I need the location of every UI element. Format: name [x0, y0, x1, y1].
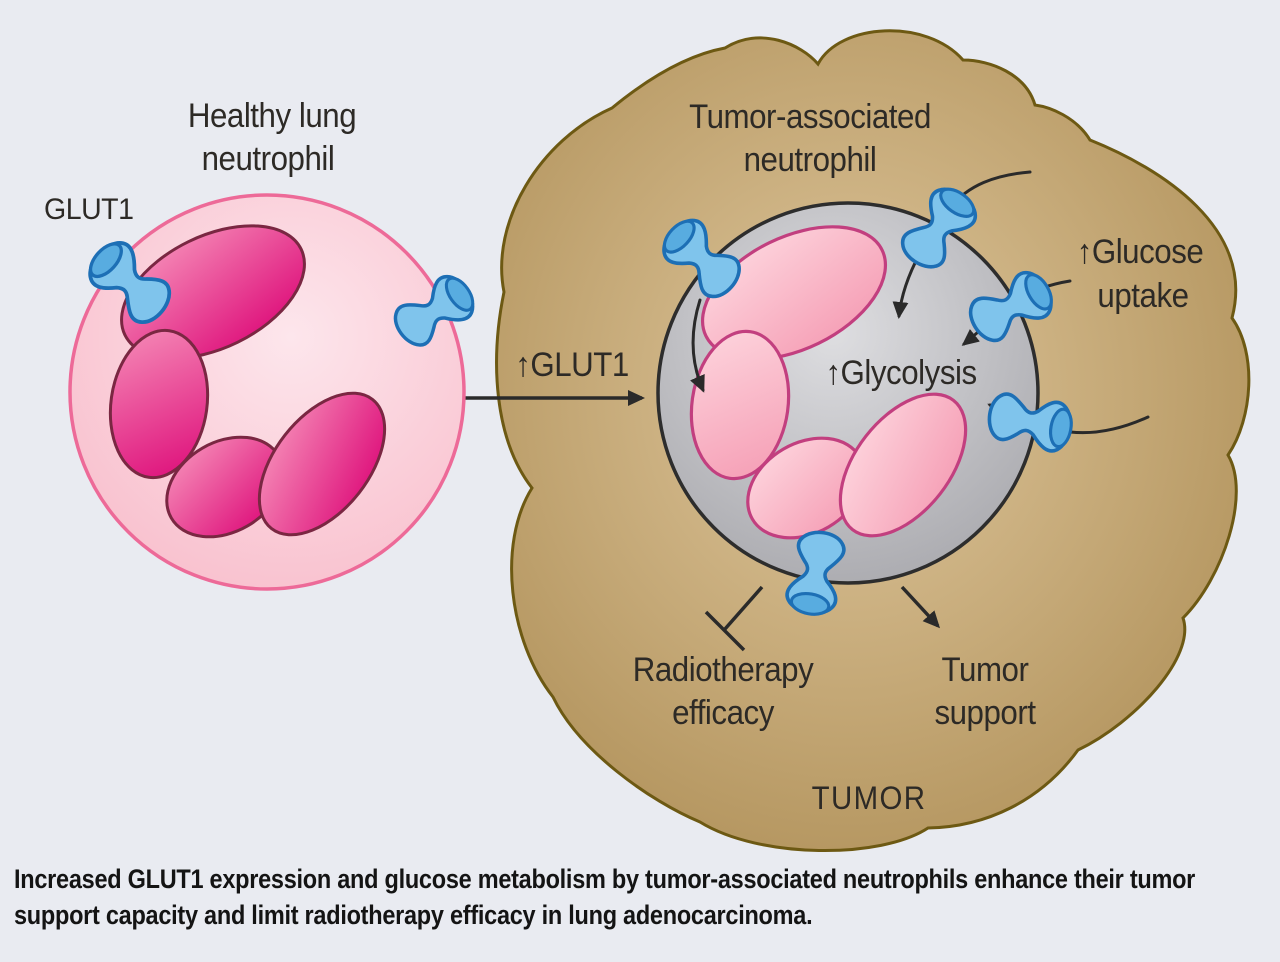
- radiotherapy-inhibition-bar: [704, 610, 746, 652]
- radiotherapy-label-line1: Radiotherapy: [632, 651, 814, 689]
- radiotherapy-label-line2: efficacy: [672, 694, 774, 732]
- tan-title-line1: Tumor-associated: [689, 98, 931, 136]
- glut1-label: GLUT1: [44, 193, 134, 226]
- glucose-uptake-label-line2: uptake: [1097, 277, 1189, 315]
- tan-title-line2: neutrophil: [743, 141, 877, 179]
- healthy-neutrophil-title-line1: Healthy lung: [187, 97, 357, 135]
- tumor-support-label-line2: support: [934, 694, 1036, 732]
- glut1-up-label: ↑GLUT1: [515, 346, 629, 384]
- glucose-uptake-label-line1: ↑Glucose: [1076, 233, 1204, 271]
- glucose-entry-arrow-left: [690, 298, 705, 393]
- arrows: [459, 170, 1150, 652]
- tumor-support-arrow: [900, 585, 941, 629]
- glycolysis-label: ↑Glycolysis: [825, 354, 977, 392]
- healthy-neutrophil-title-line2: neutrophil: [201, 140, 335, 178]
- radiotherapy-inhibition-line: [723, 585, 764, 631]
- tumor-support-label-line1: Tumor: [941, 651, 1029, 689]
- tumor-label: TUMOR: [811, 780, 927, 816]
- figure-caption: Increased GLUT1 expression and glucose m…: [14, 864, 1196, 930]
